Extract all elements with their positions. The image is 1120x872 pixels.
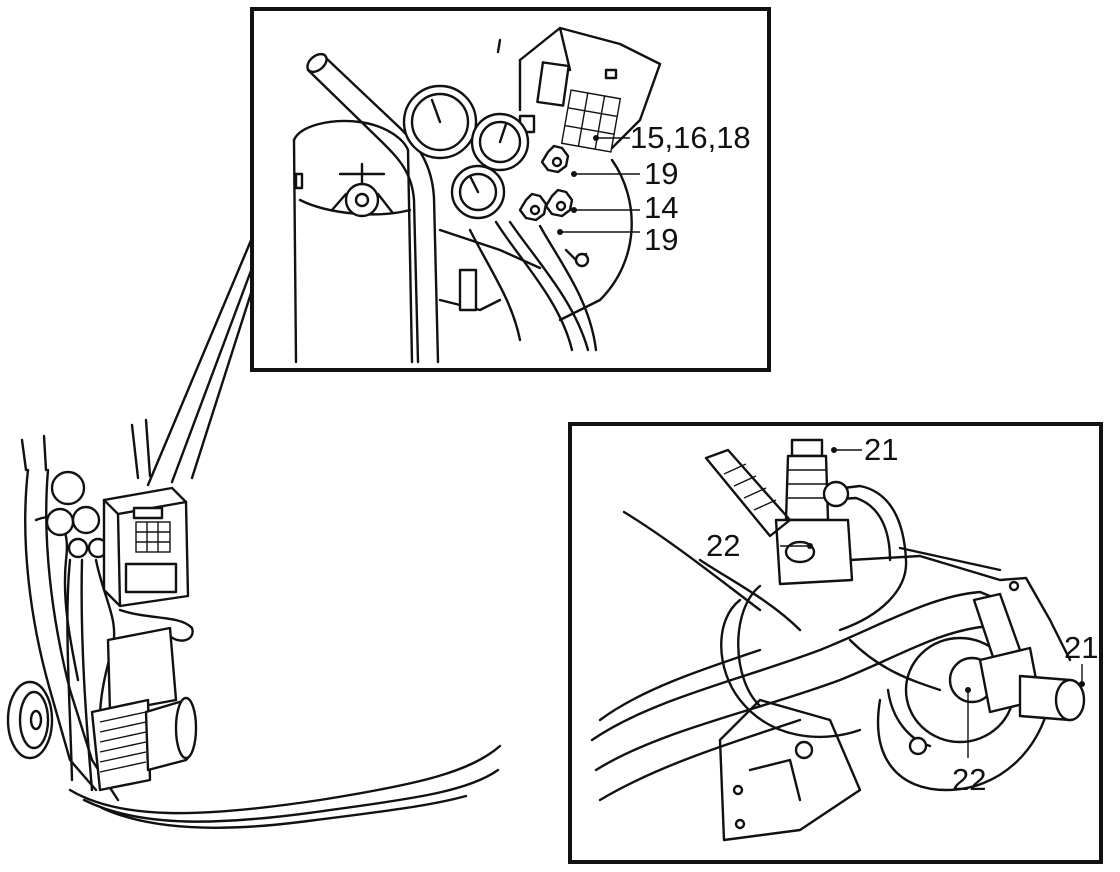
top-callout-leaders xyxy=(557,135,640,235)
callout-label-22-lower: 22 xyxy=(952,762,986,797)
inset-compressor-detail: 21 22 21 22 xyxy=(568,422,1103,864)
callout-label-19-lower: 19 xyxy=(644,222,678,257)
callout-label-15-16-18: 15,16,18 xyxy=(630,120,751,155)
callout-label-22-upper: 22 xyxy=(706,528,740,563)
refrigerant-service-cart xyxy=(6,418,502,829)
callout-label-21-right: 21 xyxy=(1064,630,1098,665)
callout-label-14: 14 xyxy=(644,190,678,225)
inset-manifold-detail: 15,16,18 19 14 19 xyxy=(250,7,771,372)
bottom-callout-leaders xyxy=(780,447,1085,758)
callout-label-19-upper: 19 xyxy=(644,156,678,191)
callout-label-21-upper: 21 xyxy=(864,432,898,467)
inset-connector-lines xyxy=(146,236,254,487)
